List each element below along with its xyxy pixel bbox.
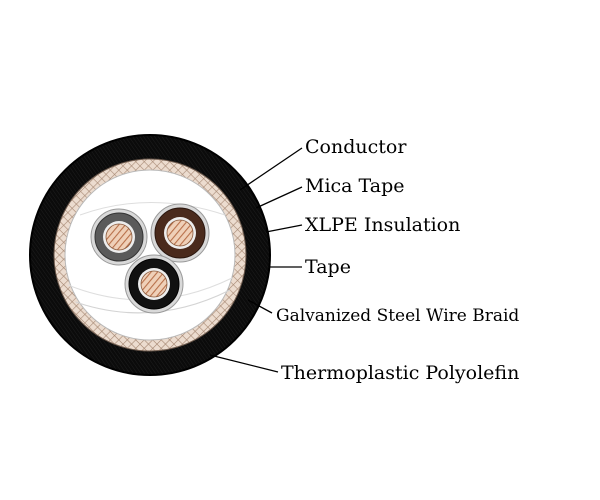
leader-mica-tape <box>255 186 303 209</box>
label-xlpe-insulation: XLPE Insulation <box>305 214 460 236</box>
leader-braid <box>247 299 273 314</box>
label-mica-tape: Mica Tape <box>305 175 404 197</box>
copper-conductor <box>140 270 168 298</box>
leader-conductor <box>239 147 303 191</box>
leader-sheath <box>209 354 279 373</box>
label-braid: Galvanized Steel Wire Braid <box>276 306 519 326</box>
label-sheath: Thermoplastic Polyolefin <box>281 362 519 384</box>
copper-conductor <box>166 219 194 247</box>
core-black <box>124 254 184 314</box>
copper-conductor <box>105 223 133 251</box>
label-conductor: Conductor <box>305 136 407 158</box>
core-grey <box>90 208 148 266</box>
label-tape: Tape <box>305 256 351 278</box>
core-brown <box>150 203 210 263</box>
leader-xlpe <box>265 224 303 233</box>
